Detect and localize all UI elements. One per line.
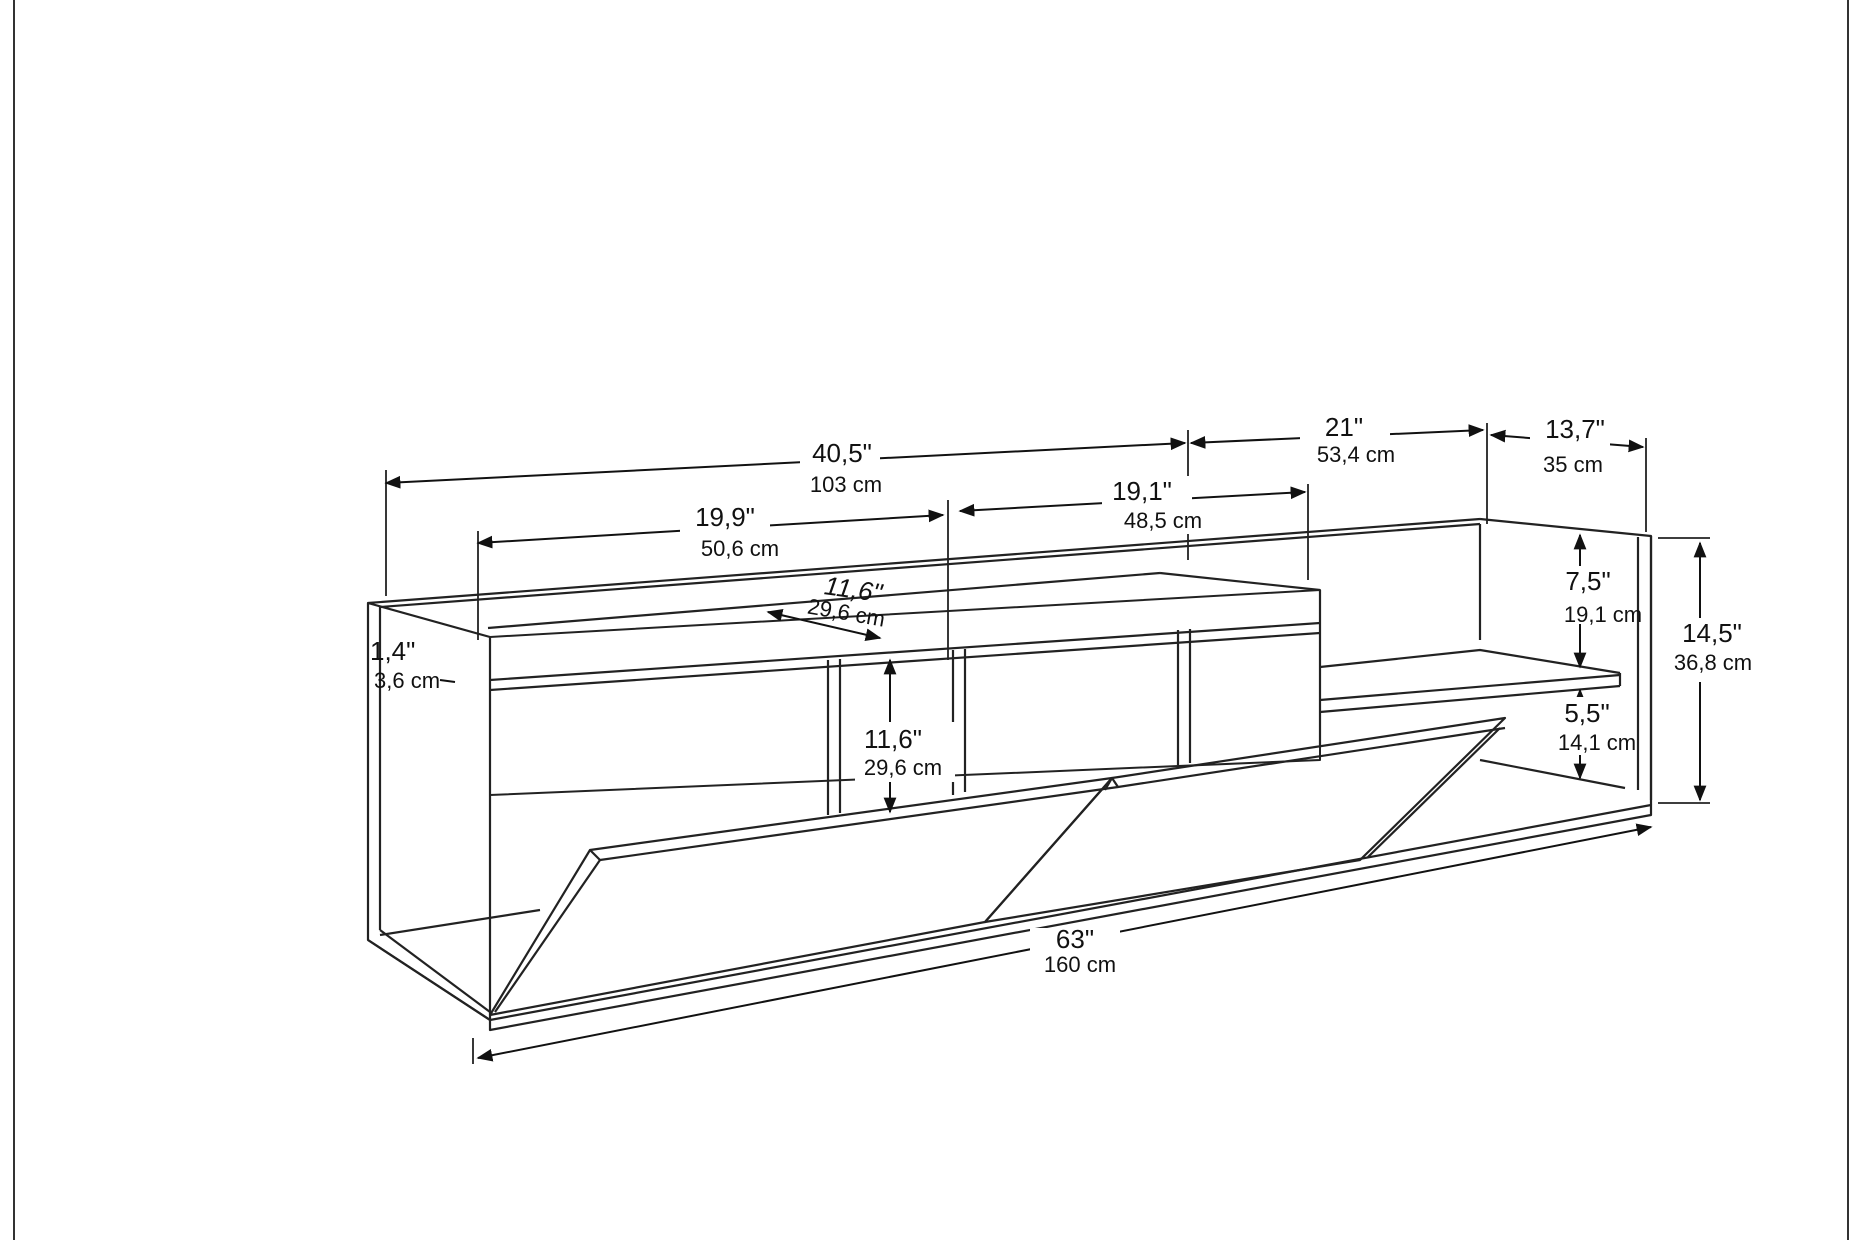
dim-line-overall-top <box>384 437 1187 489</box>
label-mid-cm: 53,4 cm <box>1317 442 1395 467</box>
label-left-comp-in: 19,9" <box>695 502 755 532</box>
dim-line-panel <box>439 679 456 683</box>
label-total-width-in: 63" <box>1056 924 1094 954</box>
label-upper-shelf-in: 7,5" <box>1565 566 1610 596</box>
label-panel-cm: 3,6 cm <box>374 668 440 693</box>
label-overall-top-cm: 103 cm <box>810 472 882 497</box>
label-depth-cm: 35 cm <box>1543 452 1603 477</box>
label-panel-in: 1,4" <box>370 636 415 666</box>
label-total-width-cm: 160 cm <box>1044 952 1116 977</box>
label-inner-height-in: 11,6" <box>864 724 922 754</box>
label-lower-shelf-cm: 14,1 cm <box>1558 730 1636 755</box>
label-upper-shelf-cm: 19,1 cm <box>1564 602 1642 627</box>
label-inner-height-cm: 29,6 cm <box>864 755 942 780</box>
label-total-height-cm: 36,8 cm <box>1674 650 1752 675</box>
label-total-height-in: 14,5" <box>1682 618 1742 648</box>
dim-line-inner-depth <box>766 609 882 641</box>
label-left-comp-cm: 50,6 cm <box>701 536 779 561</box>
label-overall-top-in: 40,5" <box>812 438 872 468</box>
dimension-labels: 40,5" 103 cm 21" 53,4 cm 13,7" 35 cm 19,… <box>370 412 1775 984</box>
label-mid-in: 21" <box>1325 412 1363 442</box>
label-depth-in: 13,7" <box>1545 414 1605 444</box>
label-lower-shelf-in: 5,5" <box>1564 698 1609 728</box>
label-center-comp-cm: 48,5 cm <box>1124 508 1202 533</box>
label-center-comp-in: 19,1" <box>1112 476 1172 506</box>
page-border <box>13 0 1849 1240</box>
